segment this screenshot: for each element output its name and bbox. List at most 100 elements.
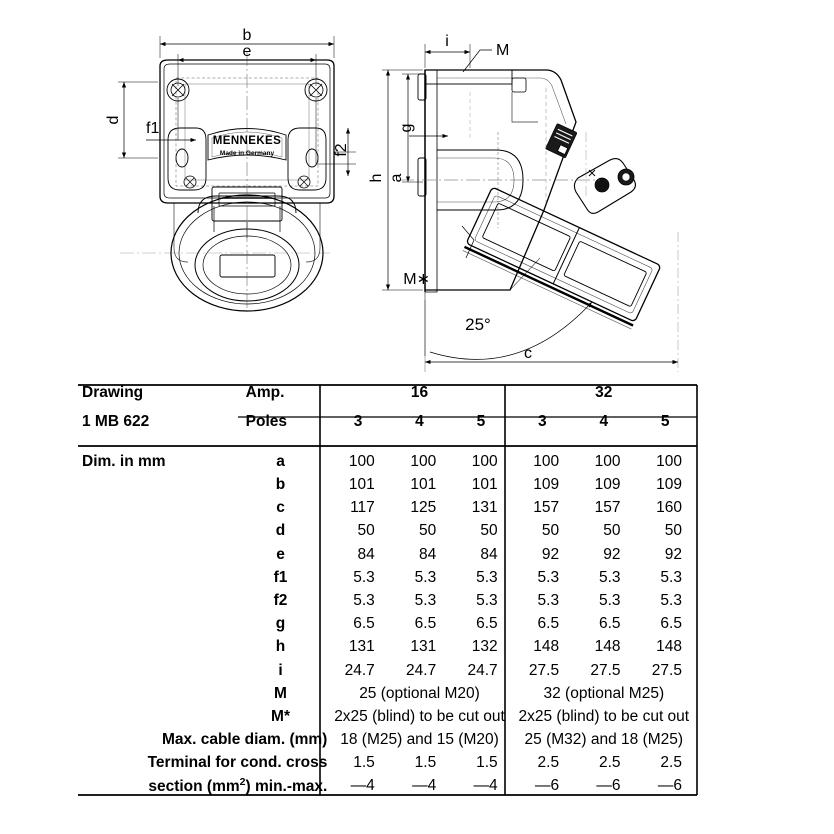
row-tail	[696, 589, 834, 612]
cell-terminal-max-32-4: —6	[596, 777, 621, 795]
row-tail	[696, 496, 834, 519]
dim-row-label-M-star: M*	[271, 707, 290, 725]
label-terminal-line2-b: ) min.-max.	[245, 778, 328, 796]
cell-f2-32-3: 5.3	[537, 591, 560, 609]
specification-table: Drawing Amp. 16 32 1 MB 622 Poles 3 4 5 …	[0, 378, 834, 834]
row-tail	[696, 751, 834, 774]
dim-label-g: g	[398, 124, 415, 133]
cell-terminal-max-16-3: —4	[350, 777, 375, 795]
cell-f2-16-4: 5.3	[414, 591, 437, 609]
dim-row-label-c: c	[276, 499, 285, 517]
cell-a-16-5: 100	[471, 452, 498, 470]
cell-d-32-5: 50	[664, 522, 682, 540]
table-row: Terminal for cond. cross 1.5 1.5 1.5 2.5…	[0, 751, 834, 774]
row-tail	[696, 566, 834, 589]
right-view-outline	[400, 69, 661, 330]
cell-c-32-4: 157	[594, 499, 621, 517]
pole-col-16-3: 3	[353, 413, 363, 431]
table-title-units: Dim. in mm	[82, 452, 166, 470]
row-desc-empty	[0, 705, 234, 728]
cell-g-32-3: 6.5	[537, 615, 560, 633]
cell-terminal-max-16-5: —4	[473, 777, 498, 795]
header-amp-label: Amp.	[245, 384, 285, 402]
cell-M-star-32: 2x25 (blind) to be cut out	[518, 707, 690, 725]
cell-f2-16-3: 5.3	[353, 591, 375, 609]
cell-a-32-4: 100	[594, 452, 621, 470]
table-row: f1 5.3 5.3 5.3 5.3 5.3 5.3	[0, 566, 834, 589]
label-terminal-line2: section (mm2) min.-max.	[0, 775, 327, 798]
dim-row-label-f1: f1	[273, 568, 288, 586]
row-desc-empty	[0, 520, 234, 543]
dim-row-label-a: a	[276, 452, 285, 470]
amp-group-16: 16	[410, 384, 429, 402]
cell-a-16-3: 100	[348, 452, 375, 470]
table-row: section (mm2) min.-max. —4 —4 —4 —6 —6 —…	[0, 775, 834, 798]
pole-col-16-5: 5	[476, 413, 486, 431]
cell-cable-diam-32: 25 (M32) and 18 (M25)	[524, 731, 684, 749]
cell-h-32-5: 148	[656, 638, 682, 656]
table-row: Dim. in mm a 100 100 100 100 100 100	[0, 450, 834, 473]
table-row: M 25 (optional M20) 32 (optional M25)	[0, 682, 834, 705]
dim-label-f2: f2	[333, 143, 350, 156]
cell-g-32-5: 6.5	[660, 615, 682, 633]
table-row: i 24.7 24.7 24.7 27.5 27.5 27.5	[0, 659, 834, 682]
table-row: g 6.5 6.5 6.5 6.5 6.5 6.5	[0, 612, 834, 635]
cell-d-32-4: 50	[603, 522, 621, 540]
cell-e-16-4: 84	[418, 545, 437, 563]
cell-M-16: 25 (optional M20)	[359, 684, 480, 702]
svg-text:Made in Germany: Made in Germany	[220, 150, 275, 157]
cell-c-32-5: 160	[656, 499, 682, 517]
row-desc-empty	[0, 636, 234, 659]
cell-g-16-4: 6.5	[414, 615, 437, 633]
label-max-cable-diam: Max. cable diam. (mm)	[161, 731, 328, 749]
cell-i-16-3: 24.7	[344, 661, 375, 679]
cell-f1-16-3: 5.3	[353, 568, 375, 586]
label-terminal-line1: Terminal for cond. cross	[147, 754, 328, 772]
cell-c-16-4: 125	[410, 499, 437, 517]
label-terminal-line2-a: section (mm	[148, 778, 240, 796]
dim-label-a: a	[388, 173, 405, 182]
cell-terminal-max-16-4: —4	[412, 777, 437, 795]
cell-g-16-5: 6.5	[476, 615, 498, 633]
cell-b-16-4: 101	[410, 476, 437, 494]
row-desc-empty	[0, 496, 234, 519]
header-tail-spacer	[696, 378, 834, 408]
cell-cable-diam-16: 18 (M25) and 15 (M20)	[340, 731, 499, 749]
table-row: e 84 84 84 92 92 92	[0, 543, 834, 566]
dim-label-M: M	[496, 42, 509, 59]
dim-label-b: b	[243, 27, 252, 44]
cell-i-16-4: 24.7	[406, 661, 437, 679]
row-tail	[696, 473, 834, 496]
cell-h-16-5: 132	[471, 638, 498, 656]
left-view-outline	[120, 52, 335, 312]
dim-row-label-f2: f2	[273, 591, 288, 609]
cell-terminal-max-32-5: —6	[657, 777, 682, 795]
dim-row-label-i: i	[278, 661, 283, 679]
cell-a-16-4: 100	[410, 452, 437, 470]
cell-e-32-5: 92	[664, 545, 682, 563]
cell-f1-16-4: 5.3	[414, 568, 437, 586]
cell-b-16-5: 101	[471, 476, 498, 494]
table-row: d 50 50 50 50 50 50	[0, 520, 834, 543]
row-tail	[696, 543, 834, 566]
svg-text:MENNEKES: MENNEKES	[213, 135, 281, 147]
header-tail-spacer-2	[696, 408, 834, 436]
table-header: Drawing Amp. 16 32 1 MB 622 Poles 3 4 5 …	[0, 378, 834, 436]
cell-terminal-min-32-4: 2.5	[598, 754, 621, 772]
table-row: Max. cable diam. (mm) 18 (M25) and 15 (M…	[0, 728, 834, 751]
cell-f1-32-4: 5.3	[598, 568, 621, 586]
cell-d-16-3: 50	[357, 522, 375, 540]
angle-label-25deg: 25°	[465, 315, 491, 334]
dim-label-f1: f1	[146, 120, 159, 137]
table-body: Dim. in mm a 100 100 100 100 100 100 b 1…	[0, 450, 834, 798]
amp-group-32: 32	[595, 384, 613, 402]
row-tail	[696, 659, 834, 682]
row-desc-empty	[0, 612, 234, 635]
dim-row-label-d: d	[275, 522, 286, 540]
cell-f2-32-4: 5.3	[598, 591, 621, 609]
row-tail	[696, 728, 834, 751]
cell-h-16-3: 131	[348, 638, 375, 656]
dim-row-label-b: b	[275, 476, 286, 494]
cell-f1-16-5: 5.3	[476, 568, 498, 586]
cell-terminal-min-16-4: 1.5	[414, 754, 437, 772]
